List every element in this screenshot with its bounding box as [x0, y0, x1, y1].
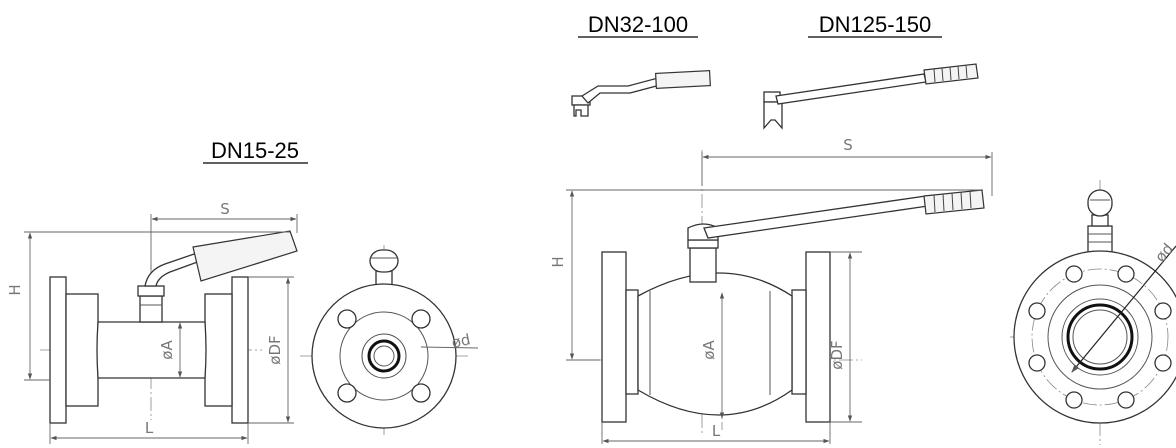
large-bolt-hole: [1065, 391, 1083, 409]
large-stem: [689, 247, 717, 283]
large-left-flange: [601, 251, 627, 423]
large-front-bore: [1066, 303, 1134, 371]
small-valve-body: [96, 321, 207, 379]
small-front-handle-top: [369, 249, 399, 273]
large-handle-lever: [703, 195, 929, 239]
dn125-stem-bracket: [763, 101, 783, 130]
titles: DN15-25 DN32-100 DN125-150: [203, 12, 942, 164]
large-d-leader: [1071, 245, 1176, 373]
small-d-leader: [420, 346, 479, 349]
large-label-df: øDF: [828, 340, 846, 369]
large-valve-side-view: S H L øA øDF: [549, 136, 993, 444]
large-bolt-hole: [1117, 391, 1135, 409]
large-label-s: S: [843, 136, 853, 154]
large-left-neck: [625, 289, 639, 395]
small-stem: [139, 295, 163, 323]
small-handle-lever: [144, 251, 204, 287]
small-label-l: L: [145, 419, 154, 437]
title-dn32-100: DN32-100: [588, 12, 688, 37]
large-label-h: H: [549, 256, 567, 267]
small-valve-side-view: S H L øA øDF: [6, 200, 298, 444]
title-dn15-25: DN15-25: [211, 138, 299, 163]
large-front-stem: [1087, 225, 1113, 255]
small-handle-grip: [192, 230, 298, 282]
large-bolt-hole: [1154, 354, 1172, 372]
large-right-flange: [805, 251, 831, 423]
small-bolt-hole: [337, 309, 357, 329]
small-valve-front-view: ød: [300, 245, 479, 435]
small-label-a: øA: [158, 340, 176, 360]
small-bolt-hole: [411, 383, 431, 403]
large-stem-nut: [687, 239, 719, 249]
small-label-h: H: [6, 284, 24, 295]
small-right-flange: [231, 276, 249, 424]
dn32-handle-lever: [581, 77, 661, 104]
large-bolt-hole: [1117, 265, 1135, 283]
small-label-d: ød: [450, 330, 472, 351]
small-front-flange: [311, 283, 457, 429]
dn125-handle-lever: [775, 73, 927, 105]
large-label-a: øA: [700, 340, 718, 360]
title-dn125-150: DN125-150: [819, 12, 932, 37]
large-bolt-hole: [1065, 265, 1083, 283]
large-valve-front-view: ød: [1010, 180, 1176, 445]
small-front-bore: [367, 339, 401, 373]
small-label-df: øDF: [266, 335, 284, 364]
handle-detail-dn125-150: [763, 63, 979, 130]
small-left-flange: [49, 276, 67, 424]
small-right-neck: [204, 293, 233, 407]
large-bolt-hole: [1028, 302, 1046, 320]
large-front-flange: [1013, 250, 1176, 424]
small-stem-nut: [137, 285, 165, 297]
small-bolt-hole: [337, 383, 357, 403]
large-bolt-hole: [1154, 302, 1172, 320]
small-left-neck: [65, 293, 99, 407]
large-label-d: ød: [1151, 240, 1176, 266]
dn32-stem-bracket: [573, 104, 589, 117]
dn32-handle-grip: [654, 69, 711, 90]
large-front-handle-top: [1087, 189, 1113, 217]
handle-detail-dn32-100: [571, 69, 711, 117]
small-label-s: S: [220, 200, 230, 218]
small-bolt-hole: [411, 309, 431, 329]
large-label-l: L: [712, 422, 721, 440]
large-bolt-hole: [1028, 354, 1046, 372]
large-right-neck: [791, 289, 807, 395]
large-handle-grip: [923, 189, 985, 215]
